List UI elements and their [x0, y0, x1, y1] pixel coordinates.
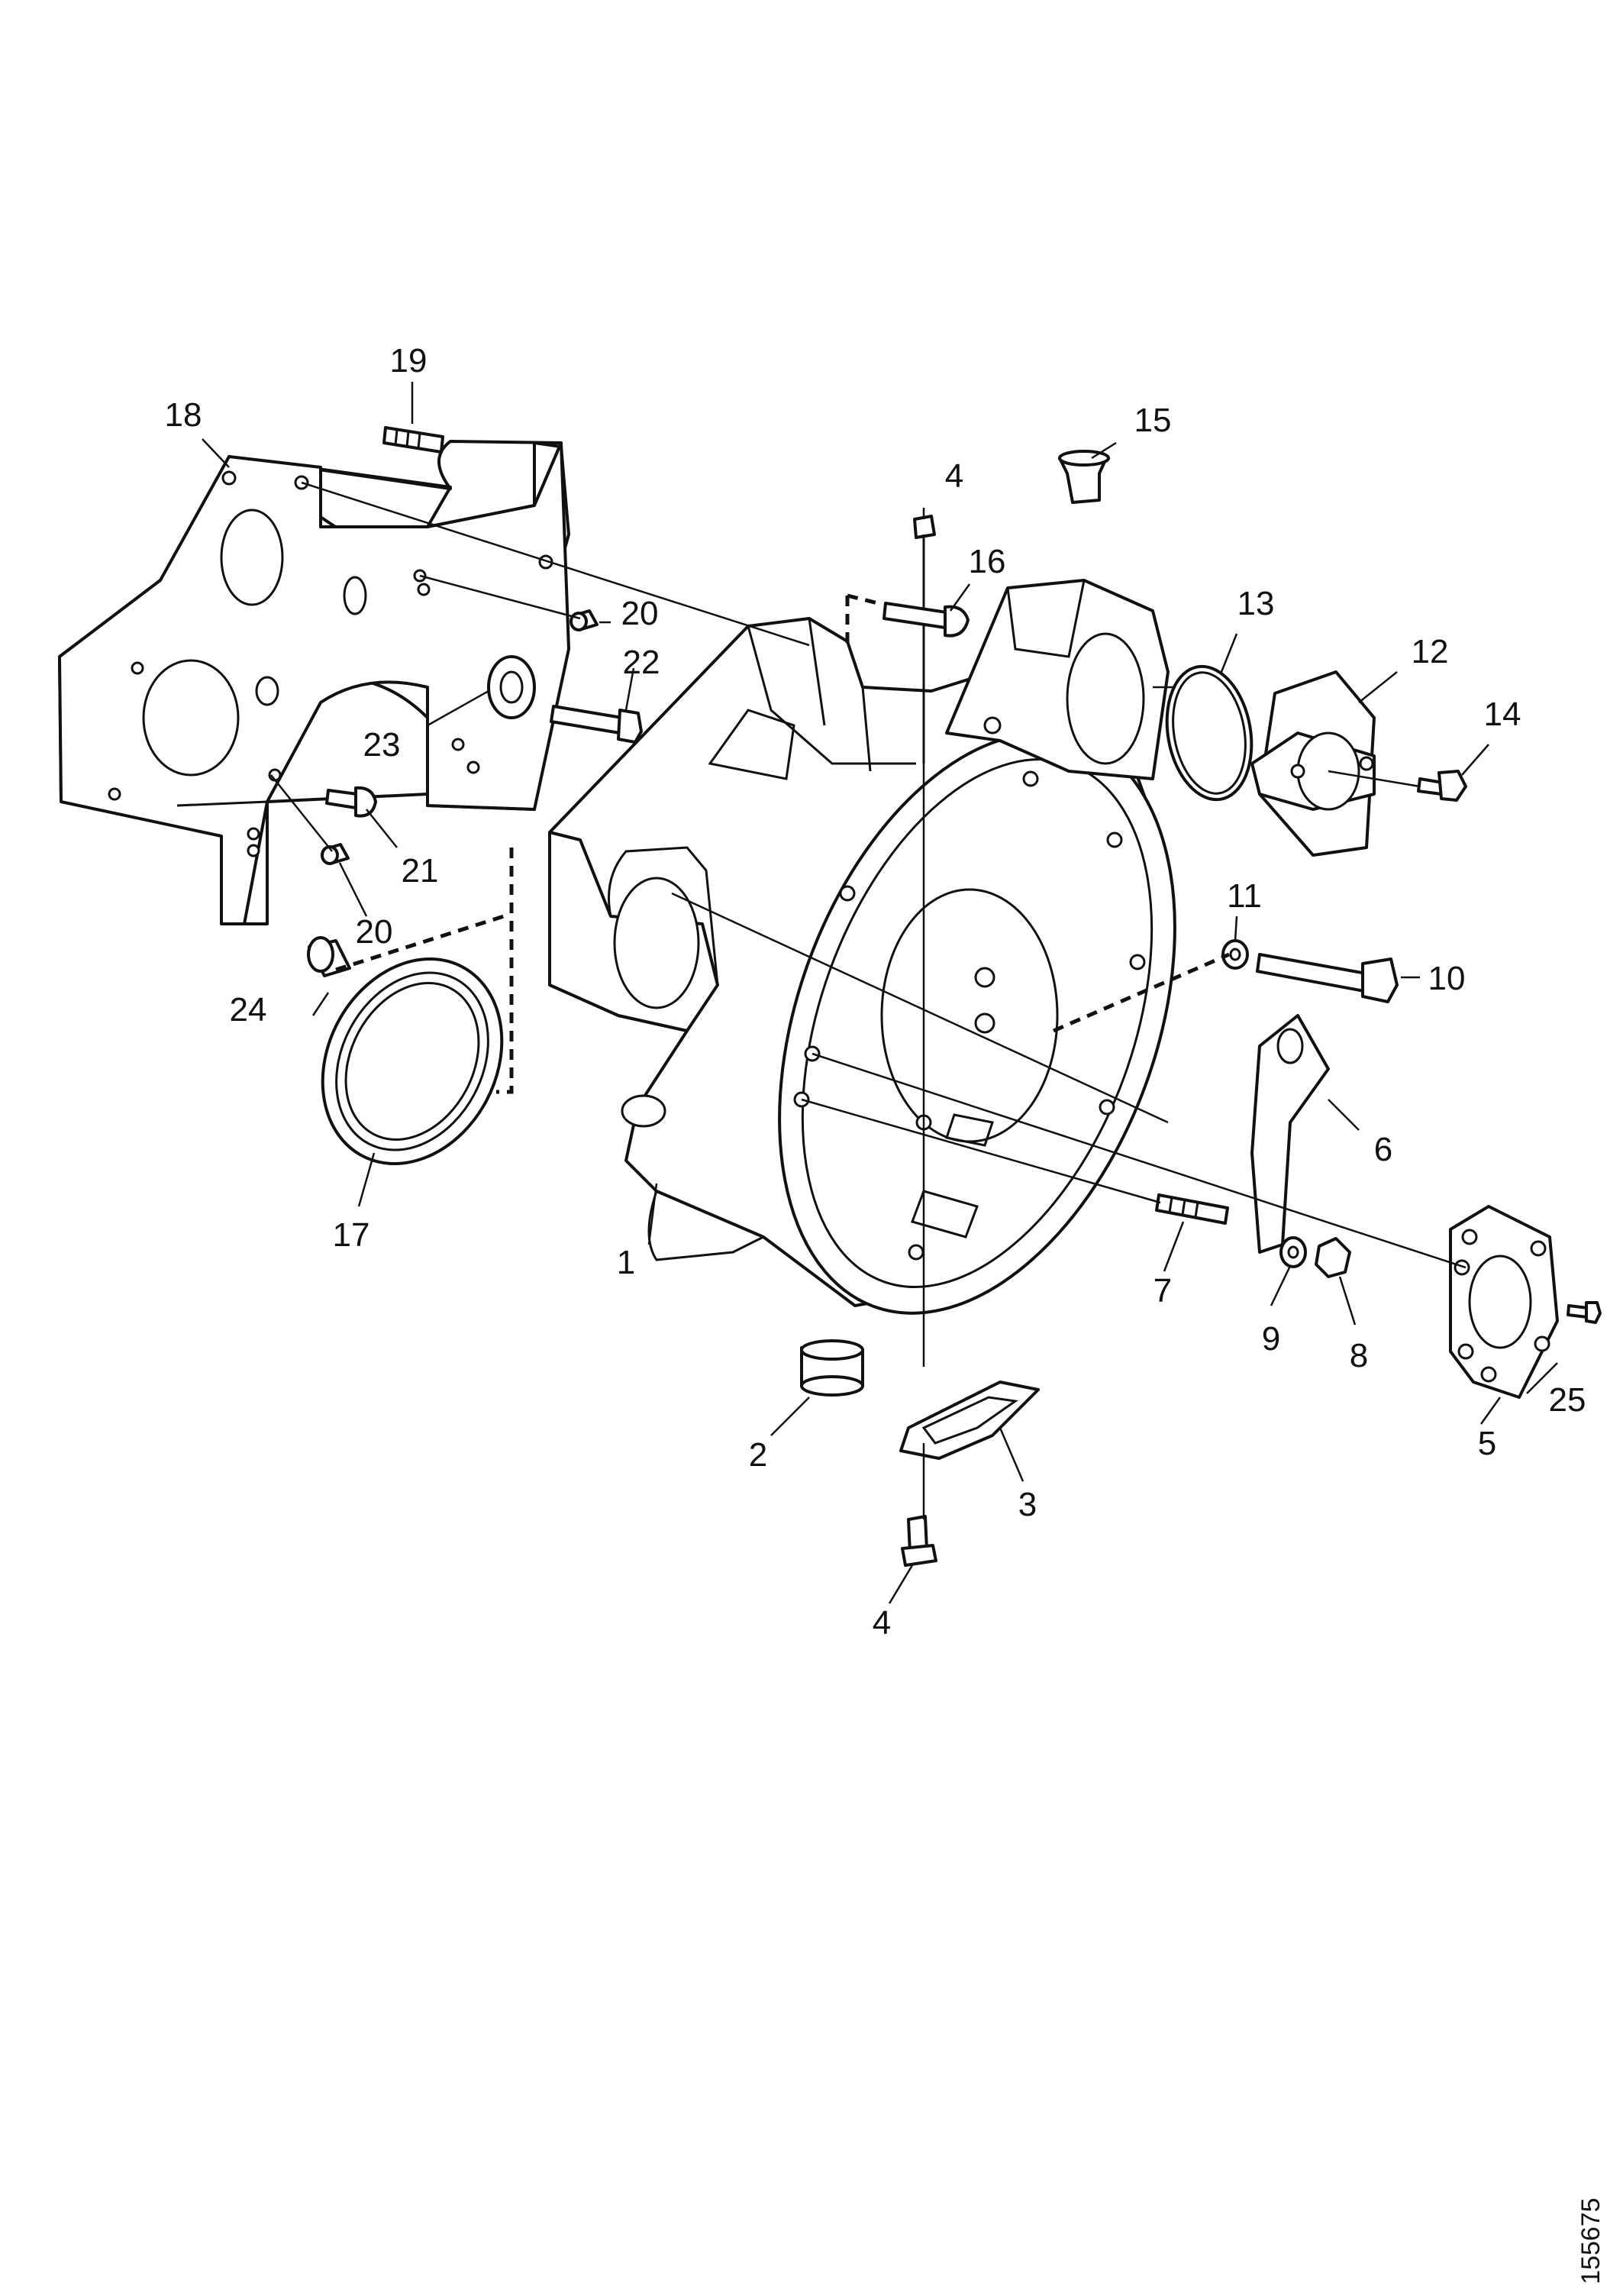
callout-10: 10 [1428, 960, 1466, 997]
idler-hub-23 [487, 655, 536, 719]
leader-lines [202, 382, 1558, 1604]
o-ring-13 [1165, 664, 1254, 802]
callout-23: 23 [363, 726, 401, 764]
gasket-3 [899, 1381, 1040, 1460]
bolt-16 [882, 602, 970, 638]
washer-9 [1279, 1236, 1307, 1268]
crankshaft-seal-17 [321, 957, 504, 1165]
callout-21: 21 [402, 852, 439, 890]
cap-15 [1058, 450, 1110, 504]
callout-20-upper: 20 [621, 595, 659, 632]
callout-6: 6 [1374, 1131, 1392, 1168]
callout-5: 5 [1478, 1425, 1496, 1462]
bolt-22 [550, 705, 643, 744]
assembly-guide-lines [270, 481, 1467, 1519]
bolt-10 [1256, 953, 1399, 1003]
nut-8 [1315, 1237, 1351, 1278]
dowel-pin-20-lower [321, 843, 350, 865]
callout-7: 7 [1154, 1272, 1172, 1309]
screw-4-upper [913, 515, 936, 764]
figure-number: 155675 [1576, 2198, 1605, 2284]
housing-cover-16 [945, 579, 1170, 780]
callout-15: 15 [1134, 402, 1172, 439]
dowel-pin-20-upper [570, 609, 599, 631]
callout-18: 18 [165, 396, 202, 434]
stud-19 [382, 426, 444, 454]
callout-4-lower: 4 [873, 1604, 891, 1642]
callout-4-upper: 4 [945, 457, 963, 495]
bracket-6 [1250, 1014, 1330, 1254]
callout-20-lower: 20 [356, 913, 393, 951]
callout-2: 2 [749, 1436, 767, 1474]
callout-11: 11 [1227, 877, 1262, 915]
callout-12: 12 [1412, 633, 1449, 670]
bolt-14 [1417, 770, 1467, 802]
callout-24: 24 [230, 991, 267, 1029]
callout-19: 19 [390, 342, 428, 379]
plug-24 [307, 936, 351, 977]
flange-cover-12 [1250, 670, 1376, 857]
callout-14: 14 [1484, 696, 1521, 733]
callout-13: 13 [1237, 585, 1275, 622]
stud-7 [1155, 1193, 1229, 1225]
screw-4-lower [901, 1515, 937, 1567]
plug-2 [800, 1339, 864, 1397]
washer-11 [1221, 939, 1249, 970]
callout-labels: 1 2 3 4 4 5 6 7 8 9 10 11 12 13 14 15 16… [165, 342, 1586, 1642]
bolt-21 [325, 786, 377, 818]
cover-plate-5 [1449, 1205, 1559, 1399]
screw-25 [1567, 1301, 1602, 1324]
timing-gear-plate [58, 440, 570, 925]
callout-8: 8 [1350, 1337, 1368, 1374]
callout-22: 22 [623, 644, 660, 681]
callout-3: 3 [1018, 1486, 1037, 1523]
callout-1: 1 [617, 1244, 635, 1281]
flywheel-housing-1 [548, 617, 1176, 1315]
callout-9: 9 [1262, 1320, 1280, 1358]
callout-17: 17 [333, 1216, 370, 1254]
callout-16: 16 [969, 543, 1006, 580]
callout-25: 25 [1549, 1381, 1586, 1419]
